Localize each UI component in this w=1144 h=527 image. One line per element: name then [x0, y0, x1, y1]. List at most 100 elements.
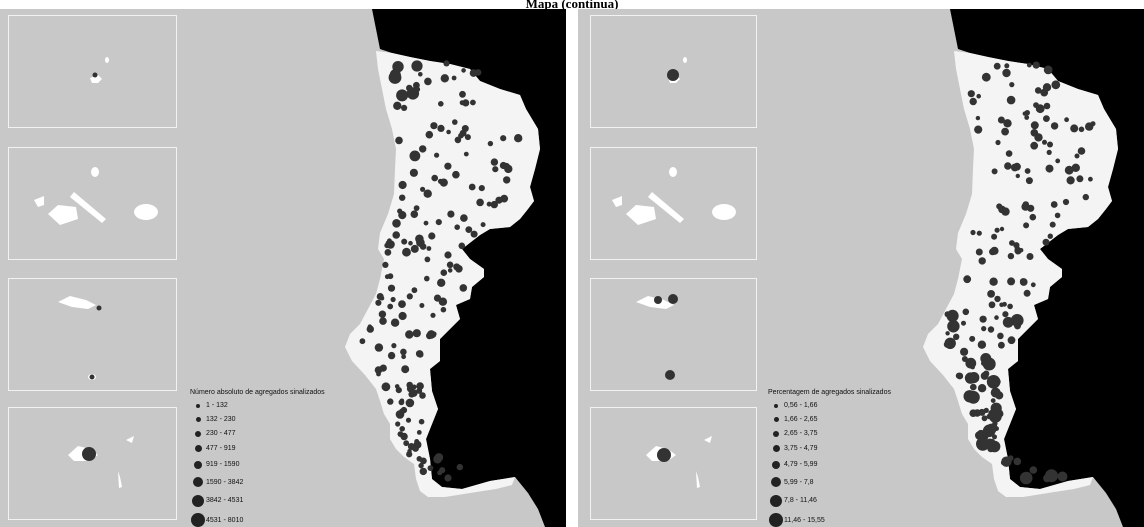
municipality-symbol [446, 261, 454, 269]
legend-absolute: Número absoluto de agregados sinalizados… [190, 389, 325, 527]
municipality-symbol [1013, 242, 1020, 249]
municipality-symbol [976, 230, 982, 236]
municipality-symbol [1076, 175, 1084, 183]
municipality-symbol [433, 294, 442, 302]
municipality-symbol [469, 69, 478, 77]
municipality-symbol [976, 128, 982, 134]
municipality-symbol [405, 330, 414, 339]
legend-symbol [774, 403, 778, 408]
municipality-symbol [1042, 238, 1050, 246]
municipality-symbol [440, 306, 447, 313]
municipality-symbol [419, 467, 427, 476]
municipality-symbol [998, 341, 1005, 349]
municipality-symbol [447, 268, 453, 273]
municipality-symbol [995, 139, 1001, 146]
municipality-symbol [487, 140, 494, 147]
municipality-symbol [398, 399, 405, 406]
municipality-symbol [973, 394, 978, 399]
municipality-symbol [993, 62, 1001, 70]
legend-label: 3,75 - 4,79 [784, 445, 818, 452]
municipality-symbol [1032, 61, 1040, 69]
municipality-symbol [394, 384, 400, 389]
municipality-symbol [416, 456, 423, 462]
municipality-symbol [1057, 471, 1068, 482]
municipality-symbol [1025, 177, 1033, 185]
municipality-symbol [1082, 193, 1089, 201]
proportional-symbols [82, 72, 102, 461]
municipality-symbol [405, 398, 415, 408]
municipality-symbol [503, 176, 511, 184]
municipality-symbol [434, 152, 440, 158]
municipality-symbol [454, 136, 462, 144]
legend-symbol [192, 494, 204, 507]
municipality-symbol [1026, 253, 1034, 260]
municipality-symbol [464, 134, 471, 141]
municipality-symbol [1030, 121, 1039, 130]
legend-row: 3842 - 4531 [190, 491, 325, 510]
municipality-symbol [1003, 119, 1012, 128]
municipality-symbol [987, 290, 995, 298]
legend-row: 4531 - 8010 [190, 510, 325, 527]
municipality-symbol [1024, 168, 1031, 174]
municipality-symbol [414, 439, 420, 444]
municipality-symbol [423, 220, 429, 226]
municipality-symbol [986, 423, 997, 435]
municipality-symbol [1042, 83, 1052, 92]
municipality-symbol [999, 302, 1004, 308]
municipality-symbol [425, 130, 434, 139]
municipality-symbol [409, 389, 418, 397]
municipality-symbol [454, 224, 461, 230]
municipality-symbol [1023, 222, 1030, 229]
municipality-symbol [428, 232, 436, 240]
municipality-symbol [443, 60, 450, 67]
municipality-symbol [470, 99, 476, 106]
municipality-symbol [1029, 213, 1037, 221]
legend-label: 1590 - 3842 [206, 478, 244, 486]
municipality-symbol [399, 194, 406, 201]
municipality-symbol [945, 331, 950, 336]
municipality-symbol [424, 256, 431, 263]
municipality-symbol [1007, 252, 1015, 260]
municipality-symbol [419, 303, 425, 308]
legend-symbol [773, 430, 779, 437]
municipality-symbol [1062, 198, 1070, 206]
legend-symbol [770, 494, 782, 507]
municipality-symbol [979, 315, 987, 323]
legend-symbol [772, 460, 780, 469]
inset-frames [8, 15, 177, 520]
municipality-symbol [1026, 62, 1032, 68]
municipality-symbol [978, 257, 986, 265]
municipality-symbol [1002, 68, 1011, 78]
municipality-symbol [416, 430, 422, 435]
municipality-symbol [440, 269, 448, 277]
municipality-symbol [976, 93, 981, 99]
municipality-symbol [444, 162, 452, 170]
municipality-symbol [400, 432, 408, 441]
municipality-symbol [1030, 129, 1039, 137]
municipality-symbol [427, 330, 436, 339]
municipality-symbol [455, 265, 463, 273]
municipality-symbol [1046, 149, 1052, 155]
municipality-symbol [946, 309, 959, 322]
municipality-symbol [1073, 164, 1080, 171]
municipality-symbol [1004, 63, 1010, 69]
legend-row: 477 - 919 [190, 441, 325, 456]
figure-caption: Mapa (continua) [525, 0, 619, 10]
municipality-symbol [486, 201, 492, 207]
municipality-symbol [444, 474, 452, 482]
municipality-symbol [947, 320, 960, 333]
municipality-symbol [401, 238, 408, 245]
municipality-symbol [480, 222, 486, 228]
municipality-symbol [1090, 121, 1096, 127]
municipality-symbol [418, 462, 424, 469]
municipality-symbol [409, 168, 418, 177]
map-panel-absolute: Número absoluto de agregados sinalizados… [0, 9, 566, 527]
municipality-symbol [411, 60, 423, 72]
municipality-symbol [401, 354, 406, 360]
municipality-symbol [452, 170, 460, 179]
municipality-symbol [393, 101, 402, 111]
municipality-symbol [490, 200, 498, 209]
municipality-symbol [409, 150, 421, 162]
municipality-symbol [381, 382, 391, 392]
municipality-symbol [408, 240, 413, 246]
